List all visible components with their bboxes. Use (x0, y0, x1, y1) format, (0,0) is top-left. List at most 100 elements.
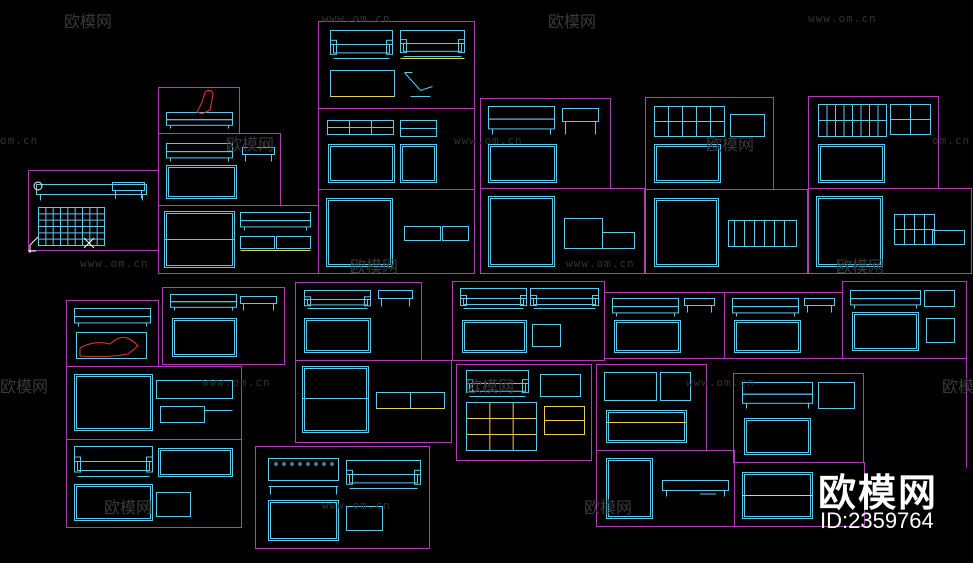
tuft-button (290, 462, 294, 466)
chair-plan (564, 218, 603, 249)
chair-plan (156, 492, 191, 517)
watermark-url: www.om.cn (322, 12, 391, 25)
furniture-plan-inner (656, 200, 717, 265)
crib-side (730, 114, 765, 137)
sofa-seat (333, 44, 390, 54)
watermark-logo: 欧模网 (226, 135, 275, 154)
block-frame (480, 188, 645, 274)
furniture-plan (166, 165, 237, 199)
block-frame (808, 96, 939, 189)
sofa-seat (77, 461, 150, 471)
sofa-arm (460, 295, 467, 306)
furniture-plan-inner (608, 412, 685, 441)
ottoman (602, 232, 635, 249)
sofa-back (166, 143, 233, 153)
bench-top (112, 182, 145, 191)
block-frame (734, 462, 865, 527)
furniture-plan (462, 320, 527, 353)
sofa-seat (850, 298, 921, 306)
sofa-back (330, 30, 393, 45)
watermark-logo: 欧模网 (104, 498, 153, 517)
furniture-plan-inner (174, 320, 235, 355)
furniture-plan (400, 144, 437, 183)
furniture-plan-inner (490, 198, 553, 265)
sofa-arm (466, 379, 473, 394)
sofa-seat (533, 298, 596, 305)
bench-top (804, 298, 835, 306)
bench-side (662, 480, 729, 491)
watermark-logo: 欧模网 (350, 257, 399, 276)
ottoman (410, 392, 445, 409)
furniture-plan (304, 318, 371, 353)
furniture-plan-inner (464, 322, 525, 351)
furniture-plan (74, 484, 153, 521)
block-frame (295, 360, 452, 443)
bench-top (242, 147, 275, 155)
sofa-seat (307, 299, 368, 306)
sofa-back (74, 308, 151, 318)
block-frame (604, 292, 725, 359)
sofa-seat (166, 119, 233, 126)
ottoman (376, 392, 411, 409)
chair-plan (346, 506, 383, 531)
furniture-plan-inner (608, 460, 651, 517)
furniture-plan-inner (76, 486, 151, 519)
watermark-logo: 欧模网 (548, 12, 597, 31)
sofa-arm (330, 39, 337, 55)
bed-plan (76, 332, 147, 359)
furniture-plan-inner (746, 420, 809, 453)
sofa-back (74, 446, 153, 462)
bench-top (240, 296, 277, 304)
sofa-arm (74, 456, 81, 473)
sofa-back (612, 298, 679, 308)
block-frame (162, 287, 285, 365)
furniture-plan (816, 196, 883, 267)
bench-top (378, 290, 413, 299)
sofa-seat (166, 151, 233, 159)
bench-top (562, 108, 599, 122)
furniture-plan (818, 144, 885, 183)
chair-side (160, 406, 205, 423)
grid-outline (466, 402, 537, 451)
figure-sketch (196, 89, 214, 115)
block-frame (724, 292, 843, 359)
watermark-url: www.om.cn (808, 12, 877, 25)
tuft-button (322, 462, 326, 466)
cursor-origin-icon (33, 181, 43, 191)
armchair-side (660, 372, 691, 401)
tuft-button (306, 462, 310, 466)
sofa-seat (488, 118, 555, 130)
furniture-plan (328, 144, 395, 183)
sofa-seat (469, 383, 526, 392)
furniture-plan (158, 448, 233, 477)
side-table (932, 230, 965, 245)
furniture-plan (488, 196, 555, 267)
tuft-button (298, 462, 302, 466)
watermark-logo: 欧模网 (466, 377, 515, 396)
chair-side (540, 374, 581, 397)
furniture-plan-inner (818, 198, 881, 265)
watermark-url: www.om.cn (454, 134, 523, 147)
furniture-plan (326, 198, 393, 267)
sofa-back (240, 212, 311, 222)
watermark-logo: 欧模网 (706, 135, 755, 154)
sofa-side (604, 372, 657, 401)
furniture-plan-inner (616, 322, 679, 351)
watermark-url: www.om.cn (322, 499, 391, 512)
crib-side (728, 220, 797, 247)
sofa-seat (742, 393, 813, 404)
watermark-url: www.om.cn (202, 376, 271, 389)
tuft-button (282, 462, 286, 466)
sofa-arm (520, 295, 527, 306)
bench-top (684, 298, 715, 306)
sofa-back (304, 290, 371, 300)
furniture-plan-inner (76, 376, 151, 429)
sofa-arm (592, 295, 599, 306)
block-frame (456, 364, 592, 461)
chair-plan (926, 318, 955, 343)
sofa-arm (386, 39, 393, 55)
watermark-url: om.cn (0, 134, 39, 147)
block-frame (808, 188, 972, 274)
watermark-logo: 欧模网 (584, 498, 633, 517)
